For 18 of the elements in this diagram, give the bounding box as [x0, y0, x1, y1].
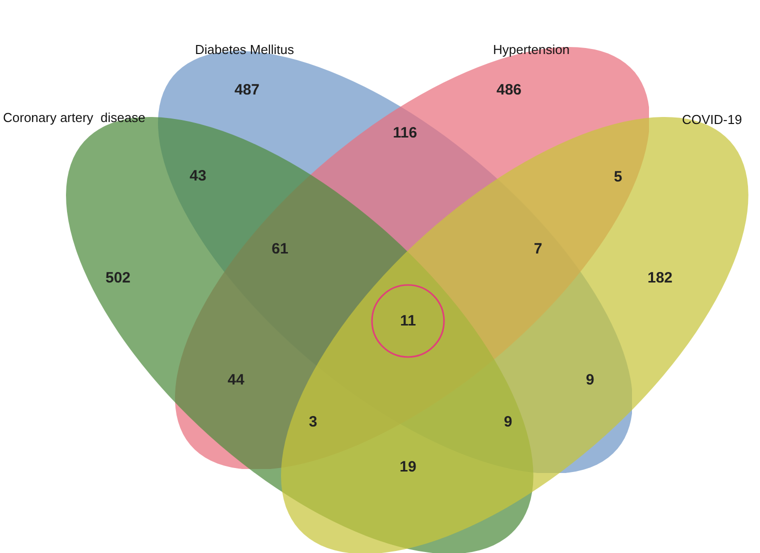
region-count: 11 — [400, 312, 416, 330]
region-count: 43 — [190, 168, 206, 184]
region-count: 19 — [400, 458, 416, 476]
region-count: 61 — [272, 240, 288, 258]
region-count: 486 — [496, 82, 522, 98]
region-count: 502 — [105, 270, 131, 286]
region-count: 3 — [308, 414, 318, 430]
region-count: 116 — [392, 124, 418, 142]
region-count: 9 — [504, 414, 512, 430]
region-count: 182 — [647, 270, 673, 286]
region-count: 7 — [534, 240, 542, 258]
set-title: COVID-19 — [682, 112, 742, 127]
set-title: Diabetes Mellitus — [194, 42, 294, 57]
set-title: Hypertension — [492, 42, 570, 57]
region-count: 9 — [586, 372, 594, 388]
region-count: 487 — [234, 82, 260, 98]
region-count: 44 — [228, 372, 244, 388]
region-count: 5 — [614, 168, 622, 186]
